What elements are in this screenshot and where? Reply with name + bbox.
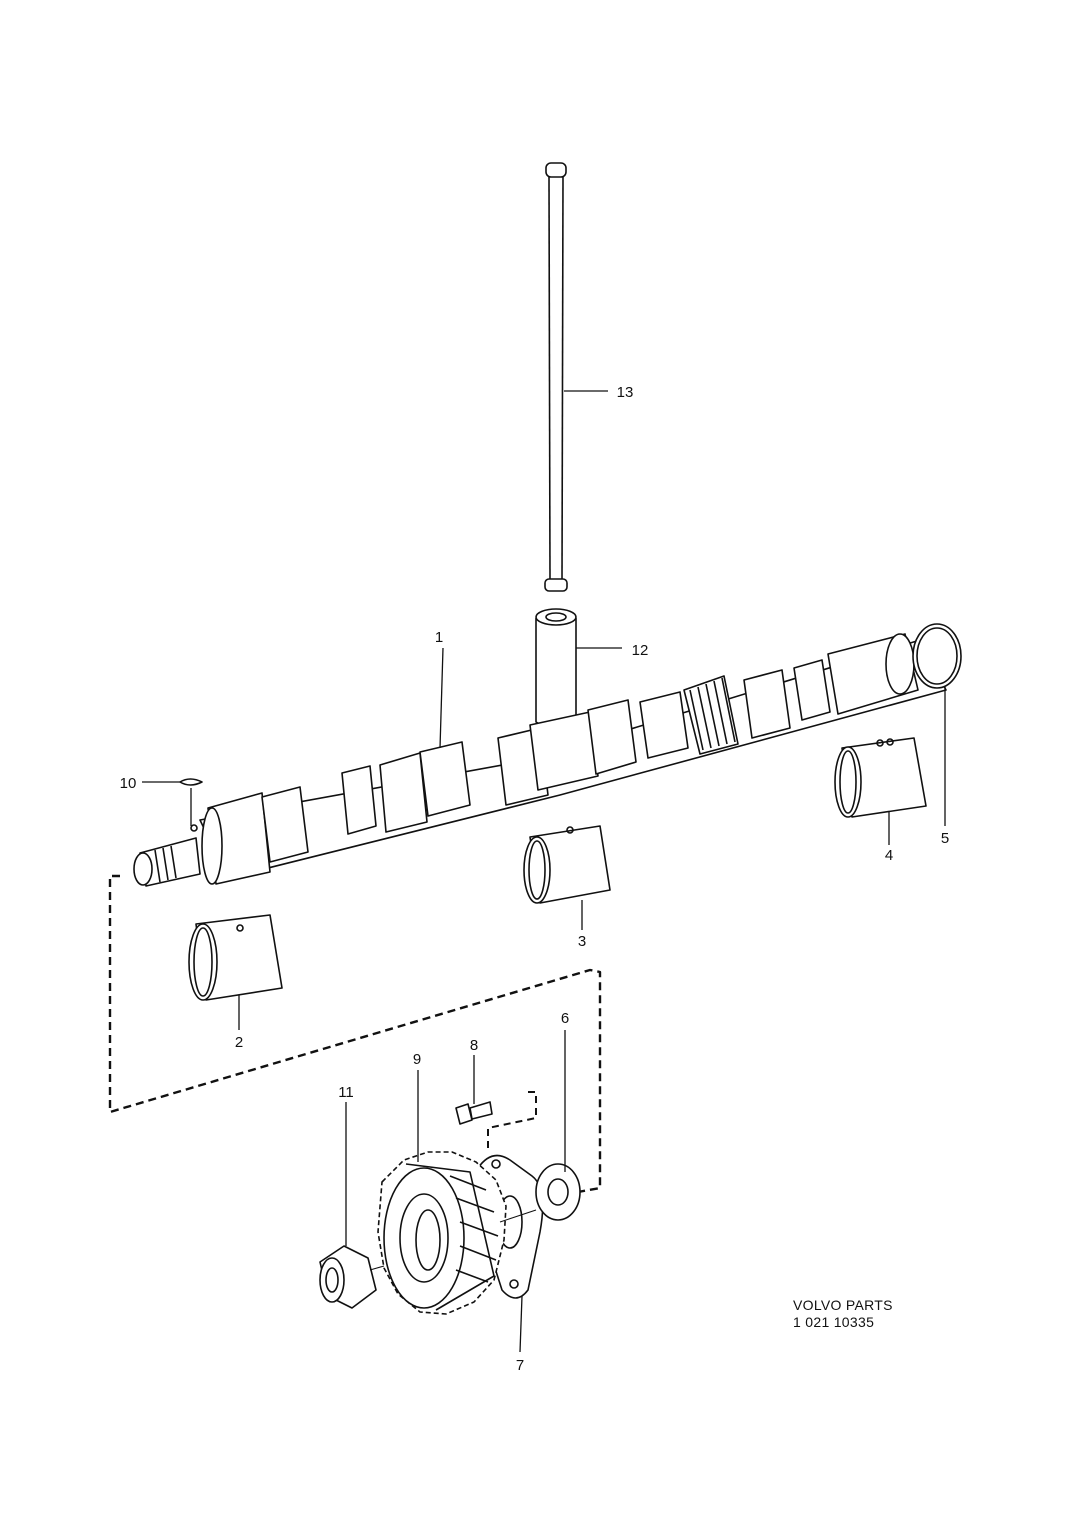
callout-5: 5	[941, 830, 949, 847]
callout-1: 1	[435, 629, 443, 646]
end-plug	[912, 623, 962, 689]
callout-4: 4	[885, 847, 893, 864]
camshaft	[133, 633, 947, 887]
callout-9: 9	[413, 1051, 421, 1068]
push-rod	[544, 162, 568, 592]
bearing-3	[523, 825, 611, 904]
drive-gear	[377, 1151, 507, 1315]
callout-labels: 1 2 3 4 5 6 7 8 9 10 11 12 13	[120, 384, 950, 1374]
callout-7: 7	[516, 1357, 524, 1374]
assembly-dashed-line	[108, 874, 602, 1194]
bearing-2	[188, 914, 283, 1001]
caption-part-number: 1 021 10335	[793, 1314, 875, 1330]
washer	[535, 1163, 581, 1221]
callout-12: 12	[632, 642, 649, 659]
callout-2: 2	[235, 1034, 243, 1051]
callout-11: 11	[338, 1084, 354, 1101]
bearing-4	[834, 737, 927, 818]
parts-caption: VOLVO PARTS 1 021 10335	[793, 1297, 893, 1331]
leader-lines	[142, 390, 946, 1353]
tappet	[535, 608, 577, 729]
caption-brand: VOLVO PARTS	[793, 1297, 893, 1313]
bolt	[455, 1101, 493, 1125]
woodruff-key	[179, 778, 203, 786]
callout-3: 3	[578, 933, 586, 950]
callout-10: 10	[120, 775, 137, 792]
nut	[319, 1245, 377, 1309]
callout-8: 8	[470, 1037, 478, 1054]
callout-6: 6	[561, 1010, 569, 1027]
callout-13: 13	[617, 384, 634, 401]
